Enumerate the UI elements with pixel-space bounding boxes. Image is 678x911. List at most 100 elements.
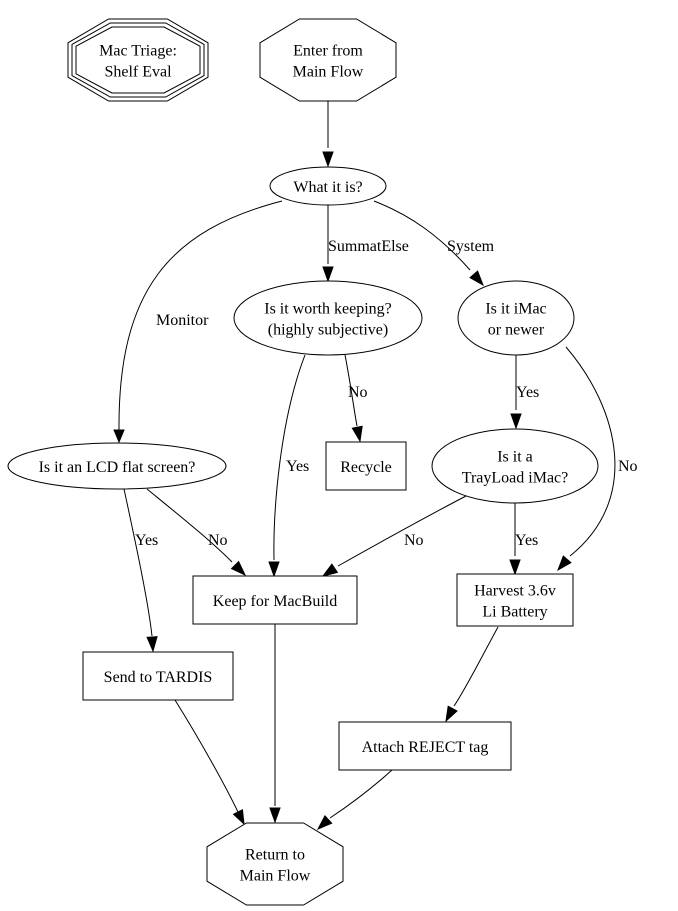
node-what-ellipse	[269, 166, 387, 206]
edge-tardis-return	[174, 699, 245, 826]
node-harvest-label: Harvest 3.6v	[474, 583, 556, 600]
node-return-octagon	[206, 822, 344, 906]
arrowhead-icon	[316, 814, 333, 831]
edge-reject-return	[316, 769, 393, 831]
edge-line	[273, 354, 306, 561]
node-enter-octagon	[259, 18, 397, 102]
edge-line	[565, 346, 616, 557]
node-enter-label: Enter from	[293, 43, 363, 60]
node-tardis-label: Send to TARDIS	[104, 669, 213, 686]
node-title-label: Shelf Eval	[104, 64, 172, 81]
edge-line	[337, 495, 467, 567]
node-keep: Keep for MacBuild	[192, 575, 358, 625]
node-what: What it is?	[269, 166, 387, 206]
arrowhead-icon	[469, 270, 484, 287]
edge-line	[453, 626, 499, 707]
node-reject-box	[338, 721, 512, 771]
node-keep-label: Keep for MacBuild	[213, 593, 337, 610]
arrowhead-icon	[445, 705, 458, 723]
node-keep-box	[192, 575, 358, 625]
arrowhead-icon	[510, 413, 522, 430]
node-title-octagon-ring-2	[75, 26, 201, 94]
edge-lcd-tardis: Yes	[123, 488, 158, 653]
node-reject: Attach REJECT tag	[338, 721, 512, 771]
node-recycle: Recycle	[325, 441, 407, 491]
edge-label: SummatElse	[328, 238, 409, 255]
node-lcd-label: Is it an LCD flat screen?	[39, 459, 196, 476]
node-worth-label: Is it worth keeping?	[264, 301, 392, 318]
edge-label: No	[404, 532, 424, 549]
node-worth: Is it worth keeping? (highly subjective)	[233, 280, 423, 356]
node-lcd: Is it an LCD flat screen?	[7, 442, 227, 490]
edge-what-worth: SummatElse	[322, 205, 409, 283]
arrowhead-icon	[557, 555, 572, 572]
node-title-label: Mac Triage:	[99, 43, 177, 60]
edge-line	[146, 488, 233, 563]
node-trayload-label: Is it a	[497, 449, 533, 466]
edge-label: Yes	[135, 532, 158, 549]
edge-worth-recycle: No	[344, 354, 368, 443]
node-return: Return to Main Flow	[206, 822, 344, 906]
node-what-label: What it is?	[293, 179, 362, 196]
node-worth-ellipse	[233, 280, 423, 356]
edge-line	[174, 699, 239, 813]
edge-line	[329, 769, 393, 819]
edge-label: Yes	[515, 532, 538, 549]
node-reject-label: Attach REJECT tag	[362, 739, 489, 756]
node-imac: Is it iMac or newer	[457, 280, 575, 356]
node-imac-label: Is it iMac	[485, 301, 546, 318]
edge-imac-trayload: Yes	[510, 355, 539, 430]
edge-trayload-harvest: Yes	[509, 503, 538, 576]
node-trayload-label: TrayLoad iMac?	[462, 470, 569, 487]
node-return-label: Return to	[245, 847, 305, 864]
node-worth-label: (highly subjective)	[268, 322, 388, 339]
edge-line	[344, 354, 358, 427]
edge-label: No	[348, 384, 368, 401]
node-return-label: Main Flow	[240, 868, 311, 885]
arrowhead-icon	[146, 636, 158, 653]
node-lcd-ellipse	[7, 442, 227, 490]
edge-line	[373, 200, 471, 271]
arrowhead-icon	[232, 808, 245, 826]
node-harvest-label: Li Battery	[482, 604, 547, 621]
edge-line	[118, 200, 283, 431]
edge-label: Yes	[286, 458, 309, 475]
edge-enter-what	[322, 101, 334, 168]
edge-label: Yes	[516, 384, 539, 401]
node-recycle-label: Recycle	[340, 459, 392, 476]
node-enter-label: Main Flow	[293, 64, 364, 81]
arrowhead-icon	[321, 563, 339, 577]
node-recycle-box	[325, 441, 407, 491]
edge-trayload-keep: No	[321, 495, 467, 577]
node-trayload: Is it a TrayLoad iMac?	[431, 428, 599, 504]
edge-keep-return	[269, 624, 281, 824]
arrowhead-icon	[322, 266, 334, 283]
edge-harvest-reject	[445, 626, 499, 723]
node-harvest-box	[456, 573, 574, 627]
edge-imac-harvest: No	[557, 346, 638, 572]
arrowhead-icon	[230, 560, 247, 577]
edge-label: System	[447, 238, 495, 255]
edge-what-imac: System	[373, 200, 495, 287]
edge-label: Monitor	[156, 312, 209, 329]
arrowhead-icon	[351, 425, 363, 443]
edge-label: No	[618, 458, 638, 475]
edge-what-lcd: Monitor	[113, 200, 283, 444]
node-trayload-ellipse	[431, 428, 599, 504]
arrowhead-icon	[509, 559, 521, 576]
node-tardis-box	[82, 651, 234, 701]
node-title: Mac Triage: Shelf Eval	[67, 18, 209, 102]
node-tardis: Send to TARDIS	[82, 651, 234, 701]
edge-line	[123, 488, 153, 637]
edge-label: No	[208, 532, 228, 549]
arrowhead-icon	[269, 807, 281, 824]
node-harvest: Harvest 3.6v Li Battery	[456, 573, 574, 627]
node-imac-label: or newer	[488, 322, 545, 339]
edge-lcd-keep: No	[146, 488, 247, 577]
arrowhead-icon	[322, 151, 334, 168]
node-imac-ellipse	[457, 280, 575, 356]
